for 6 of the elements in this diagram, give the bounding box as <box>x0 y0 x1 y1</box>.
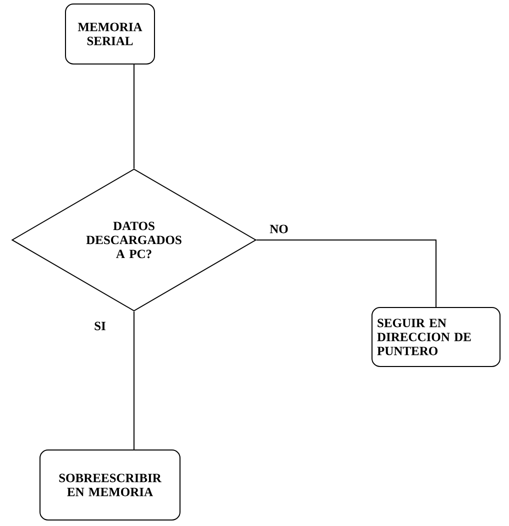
edge-label: NO <box>268 224 290 234</box>
process-box: SOBREESCRIBIR EN MEMORIA <box>40 450 180 520</box>
edge-label: SI <box>93 320 107 332</box>
process-box: MEMORIA SERIAL <box>65 4 155 64</box>
connector-line <box>256 240 436 308</box>
process-box: SEGUIR EN DIRECCION DE PUNTERO <box>372 307 500 367</box>
